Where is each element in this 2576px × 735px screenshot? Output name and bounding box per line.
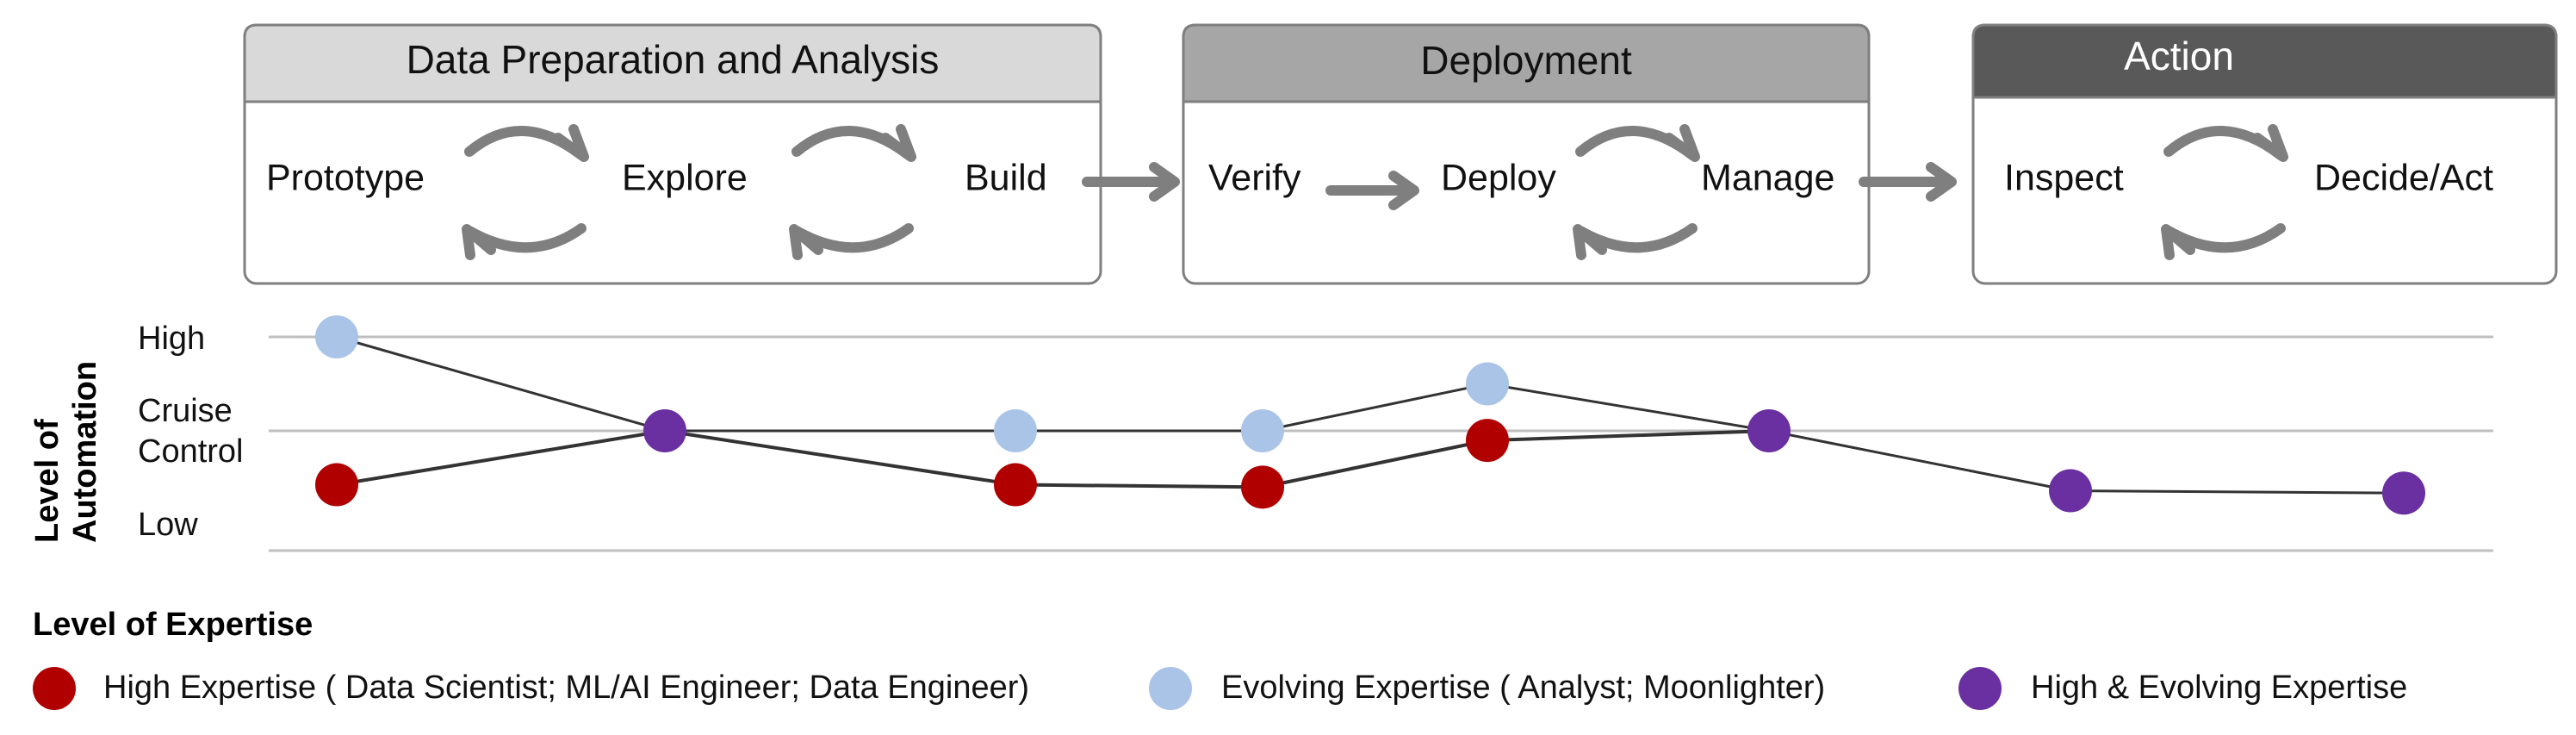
- stage-build: Build: [965, 157, 1047, 198]
- stage-explore: Explore: [622, 157, 748, 198]
- arrow-manage-to-inspect-icon: [1859, 162, 1957, 202]
- box-title: Action: [2124, 34, 2234, 78]
- box-title: Deployment: [1420, 38, 1632, 83]
- stage-decide-act: Decide/Act: [2314, 157, 2493, 198]
- stage-verify: Verify: [1208, 157, 1301, 198]
- point-high-expertise: [994, 463, 1037, 507]
- point-high-evolving-expertise: [2382, 471, 2425, 515]
- box-header: [243, 23, 1102, 103]
- y-tick-high: High: [138, 321, 205, 357]
- point-evolving-expertise: [1466, 362, 1509, 406]
- legend-title: Level of Expertise: [33, 607, 313, 643]
- arrow-build-to-verify-icon: [1082, 162, 1180, 202]
- legend-marker-high-evolving-expertise: [1958, 667, 2002, 710]
- box-data-preparation: Data Preparation and Analysis Prototype …: [243, 23, 1102, 285]
- box-header: [1971, 23, 2558, 99]
- point-high-evolving-expertise: [2049, 469, 2092, 513]
- series-points: [315, 315, 2425, 515]
- point-high-expertise: [1466, 419, 1509, 463]
- legend-marker-high-expertise: [33, 667, 76, 710]
- legend-label-high-evolving-expertise: High & Evolving Expertise: [2031, 670, 2407, 706]
- point-high-expertise: [1241, 465, 1284, 509]
- axis-title-line2: Automation: [67, 361, 103, 543]
- stage-inspect: Inspect: [2004, 157, 2124, 198]
- gridlines: [269, 335, 2493, 552]
- point-high-evolving-expertise: [1747, 409, 1791, 452]
- point-evolving-expertise: [315, 315, 358, 358]
- cycle-arrows-icon: [1573, 124, 1700, 260]
- series-line-upper: [336, 335, 2405, 495]
- box-action: Action Inspect Decide/Act: [1971, 23, 2558, 285]
- point-high-expertise: [315, 463, 358, 507]
- series-lines: [336, 335, 2405, 495]
- cycle-arrows-icon: [2161, 124, 2288, 260]
- stage-manage: Manage: [1701, 157, 1834, 198]
- stage-deploy: Deploy: [1441, 157, 1556, 198]
- box-header: [1182, 23, 1871, 103]
- series-line-lower: [336, 428, 1770, 489]
- y-tick-cruise: Cruise: [138, 393, 233, 429]
- y-tick-control: Control: [138, 433, 244, 470]
- legend: Level of Expertise High Expertise ( Data…: [33, 607, 2407, 710]
- box-title: Data Preparation and Analysis: [407, 37, 940, 82]
- y-tick-low: Low: [138, 507, 198, 543]
- stage-prototype: Prototype: [266, 157, 425, 198]
- y-axis: Level of Automation High Cruise Control …: [29, 321, 244, 543]
- arrow-verify-to-deploy-icon: [1325, 171, 1419, 210]
- legend-label-evolving-expertise: Evolving Expertise ( Analyst; Moonlighte…: [1221, 670, 1825, 706]
- cycle-arrows-icon: [789, 124, 916, 260]
- legend-label-high-expertise: High Expertise ( Data Scientist; ML/AI E…: [103, 670, 1029, 706]
- point-high-evolving-expertise: [643, 409, 686, 452]
- cycle-arrows-icon: [462, 124, 589, 260]
- point-evolving-expertise: [994, 409, 1037, 452]
- box-deployment: Deployment Verify Deploy Manage: [1182, 23, 1871, 285]
- legend-marker-evolving-expertise: [1149, 667, 1192, 710]
- axis-title-line1: Level of: [29, 419, 65, 543]
- point-evolving-expertise: [1241, 409, 1284, 452]
